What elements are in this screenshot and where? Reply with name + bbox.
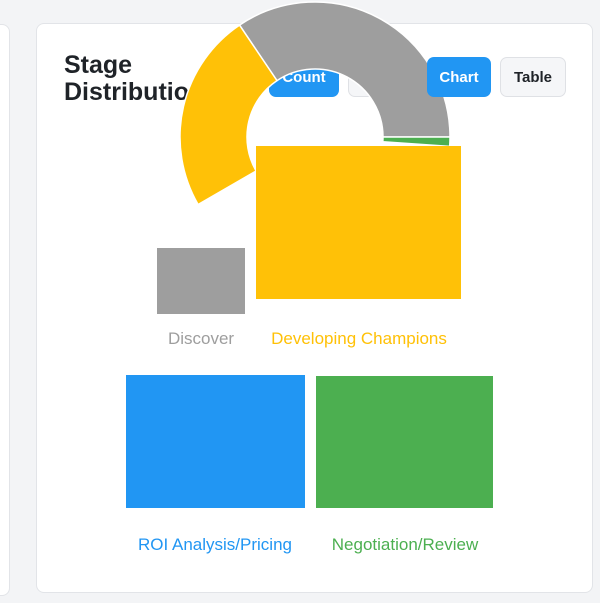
donut-segment-discover <box>238 1 451 138</box>
donut-segment-negotiation-review <box>382 136 451 148</box>
roi-analysis-pricing-swatch <box>126 375 305 508</box>
legend-label-developing-champions: Developing Champions <box>271 329 447 348</box>
legend-label-roi-analysis-pricing: ROI Analysis/Pricing <box>138 535 292 554</box>
donut-segment-developing-champions <box>179 24 279 206</box>
discover-swatch <box>157 248 245 314</box>
chart-view-button[interactable]: Chart <box>427 57 491 97</box>
negotiation-review-swatch <box>316 376 493 508</box>
developing-champions-swatch <box>256 146 461 299</box>
card-title: Stage Distribution <box>64 51 205 106</box>
legend-label-discover: Discover <box>167 329 235 348</box>
table-view-button[interactable]: Table <box>500 57 566 97</box>
legend-label-negotiation-review: Negotiation/Review <box>331 535 479 554</box>
